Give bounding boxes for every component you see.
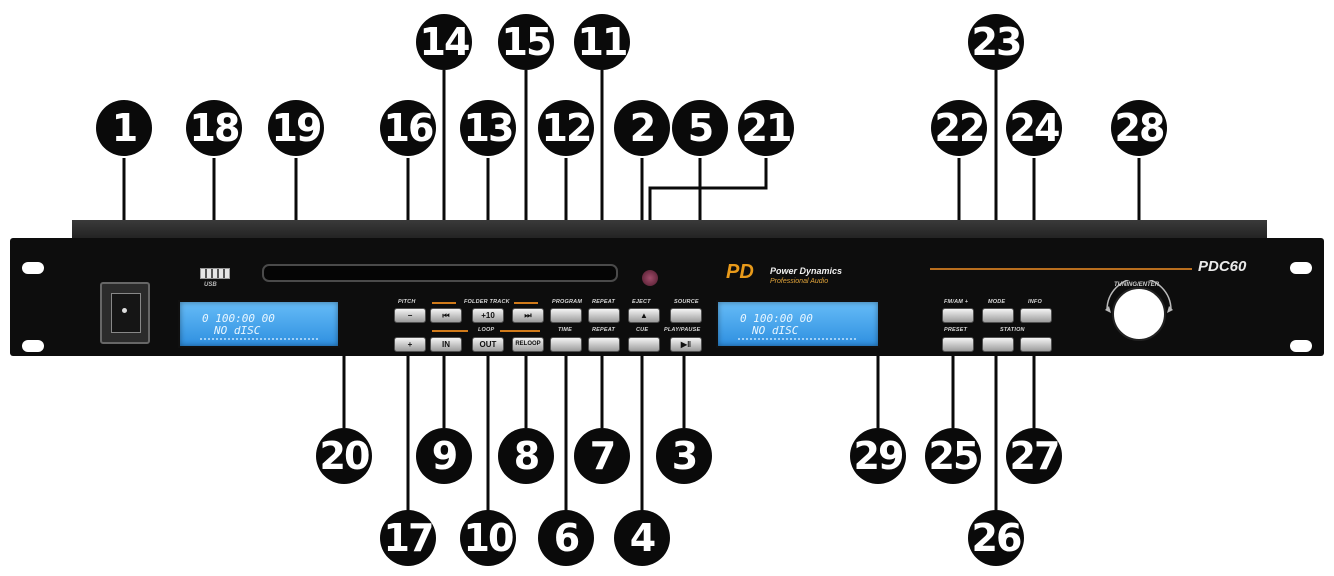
- accent-line: [500, 330, 540, 332]
- reloop-button[interactable]: RELOOP: [512, 337, 544, 352]
- callout-23: 23: [968, 14, 1024, 70]
- previous-track-button[interactable]: ⏮: [430, 308, 462, 323]
- callout-12: 12: [538, 100, 594, 156]
- callout-15: 15: [498, 14, 554, 70]
- display-line: 0 100:00 00: [740, 312, 813, 325]
- callout-1: 1: [96, 100, 152, 156]
- next-track-button[interactable]: ⏭: [512, 308, 544, 323]
- repeat-label: REPEAT: [592, 299, 616, 305]
- program-button[interactable]: [550, 308, 582, 323]
- callout-6: 6: [538, 510, 594, 566]
- loop-out-button[interactable]: OUT: [472, 337, 504, 352]
- callout-5: 5: [672, 100, 728, 156]
- callout-10: 10: [460, 510, 516, 566]
- usb-label: USB: [204, 282, 217, 288]
- callout-18: 18: [186, 100, 242, 156]
- callout-29: 29: [850, 428, 906, 484]
- preset-label: PRESET: [944, 327, 968, 333]
- accent-line: [514, 302, 538, 304]
- eject-label: EJECT: [632, 299, 651, 305]
- fm-am-button[interactable]: [942, 308, 974, 323]
- pitch-label: PITCH: [398, 299, 416, 305]
- station-down-button[interactable]: [982, 337, 1014, 352]
- mode-label: MODE: [988, 299, 1006, 305]
- power-switch[interactable]: [100, 282, 150, 344]
- fm-am-label: FM/AM +: [944, 299, 969, 305]
- rack-mount-hole: [1290, 340, 1312, 352]
- rack-mount-hole: [22, 262, 44, 274]
- repeat-ab-label: REPEAT: [592, 327, 616, 333]
- pitch-minus-button[interactable]: −: [394, 308, 426, 323]
- folder-track-label: FOLDER TRACK: [464, 299, 510, 305]
- usb-port[interactable]: [200, 268, 230, 279]
- callout-27: 27: [1006, 428, 1062, 484]
- source-button[interactable]: [670, 308, 702, 323]
- display-dots: [738, 338, 858, 340]
- eject-button[interactable]: ▲: [628, 308, 660, 323]
- callout-14: 14: [416, 14, 472, 70]
- station-up-button[interactable]: [1020, 337, 1052, 352]
- callout-21: 21: [738, 100, 794, 156]
- play-pause-label: PLAY/PAUSE: [664, 327, 701, 333]
- callout-17: 17: [380, 510, 436, 566]
- time-label: TIME: [558, 327, 572, 333]
- accent-line: [930, 268, 1192, 270]
- callout-4: 4: [614, 510, 670, 566]
- rack-mount-hole: [22, 340, 44, 352]
- display-line: 0 100:00 00: [202, 312, 275, 325]
- play-pause-button[interactable]: ▶‖: [670, 337, 702, 352]
- repeat-ab-button[interactable]: [588, 337, 620, 352]
- callout-7: 7: [574, 428, 630, 484]
- repeat-button[interactable]: [588, 308, 620, 323]
- cue-label: CUE: [636, 327, 649, 333]
- display-line: NO dISC: [752, 324, 799, 337]
- left-display: 0 100:00 00 NO dISC: [178, 300, 340, 348]
- callout-26: 26: [968, 510, 1024, 566]
- preset-button[interactable]: [942, 337, 974, 352]
- callout-24: 24: [1006, 100, 1062, 156]
- accent-line: [432, 330, 468, 332]
- display-dots: [200, 338, 320, 340]
- remote-sensor: [642, 270, 658, 286]
- callout-2: 2: [614, 100, 670, 156]
- pitch-plus-button[interactable]: +: [394, 337, 426, 352]
- info-button[interactable]: [1020, 308, 1052, 323]
- rack-mount-hole: [1290, 262, 1312, 274]
- cue-button[interactable]: [628, 337, 660, 352]
- callout-9: 9: [416, 428, 472, 484]
- plus-ten-button[interactable]: +10: [472, 308, 504, 323]
- callout-22: 22: [931, 100, 987, 156]
- brand-subtitle: Professional Audio: [770, 278, 829, 285]
- callout-13: 13: [460, 100, 516, 156]
- station-label: STATION: [1000, 327, 1025, 333]
- accent-line: [432, 302, 456, 304]
- program-label: PROGRAM: [552, 299, 583, 305]
- tuning-knob[interactable]: [1099, 280, 1179, 360]
- knob-label: TUNING/ENTER: [1114, 282, 1159, 288]
- right-display: 0 100:00 00 NO dISC: [716, 300, 880, 348]
- callout-20: 20: [316, 428, 372, 484]
- callout-3: 3: [656, 428, 712, 484]
- callout-19: 19: [268, 100, 324, 156]
- callout-11: 11: [574, 14, 630, 70]
- model-name: PDC60: [1198, 258, 1247, 275]
- time-button[interactable]: [550, 337, 582, 352]
- source-label: SOURCE: [674, 299, 699, 305]
- loop-label: LOOP: [478, 327, 495, 333]
- callout-25: 25: [925, 428, 981, 484]
- brand-logo: PD: [726, 261, 754, 283]
- info-label: INFO: [1028, 299, 1042, 305]
- loop-in-button[interactable]: IN: [430, 337, 462, 352]
- callout-8: 8: [498, 428, 554, 484]
- callout-16: 16: [380, 100, 436, 156]
- display-line: NO dISC: [214, 324, 261, 337]
- mode-button[interactable]: [982, 308, 1014, 323]
- brand-name: Power Dynamics: [770, 266, 843, 276]
- cd-slot[interactable]: [262, 264, 618, 282]
- callout-28: 28: [1111, 100, 1167, 156]
